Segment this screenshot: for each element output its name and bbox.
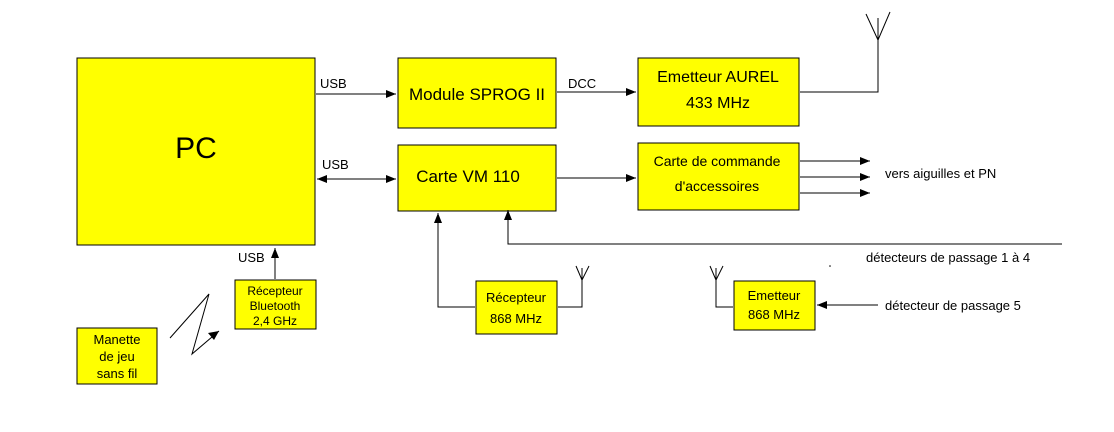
speck-dot bbox=[829, 265, 831, 267]
rx868-label-line1: Récepteur bbox=[486, 290, 547, 305]
rx868-label-line2: 868 MHz bbox=[490, 311, 542, 326]
link-pc-to-sprog: USB bbox=[316, 76, 396, 98]
link-detector5-to-tx868: détecteur de passage 5 bbox=[817, 298, 1021, 313]
bluetooth-receiver-block: Récepteur Bluetooth 2,4 GHz bbox=[234, 279, 317, 330]
usb-label-bottom: USB bbox=[238, 250, 265, 265]
usb-label-top: USB bbox=[320, 76, 347, 91]
pc-label: PC bbox=[175, 132, 217, 165]
bt-label-line2: Bluetooth bbox=[250, 299, 301, 313]
antenna-icon bbox=[800, 11, 891, 93]
dcc-label: DCC bbox=[568, 76, 596, 91]
tx868-block: Emetteur 868 MHz bbox=[733, 280, 816, 331]
accessories-label-line1: Carte de commande bbox=[654, 153, 781, 169]
gamepad-label-line1: Manette bbox=[94, 332, 141, 347]
accessories-board-block: Carte de commande d'accessoires bbox=[637, 142, 800, 211]
aurel-label-line1: Emetteur AUREL bbox=[657, 69, 779, 86]
lightning-bolt-icon bbox=[169, 293, 220, 356]
antenna-icon bbox=[709, 265, 733, 308]
tx868-label-line1: Emetteur bbox=[748, 288, 801, 303]
bt-label-line1: Récepteur bbox=[247, 284, 302, 298]
vm110-block: Carte VM 110 bbox=[397, 144, 557, 212]
gamepad-block: Manette de jeu sans fil bbox=[76, 327, 158, 385]
vm110-label: Carte VM 110 bbox=[416, 167, 520, 186]
detector-5-label: détecteur de passage 5 bbox=[885, 298, 1021, 313]
link-bt-to-pc: USB bbox=[238, 248, 279, 279]
pc-block: PC bbox=[76, 57, 316, 246]
tx868-label-line2: 868 MHz bbox=[748, 307, 800, 322]
gamepad-label-line2: de jeu bbox=[99, 349, 134, 364]
switches-label: vers aiguilles et PN bbox=[885, 166, 996, 181]
outputs-to-switches: vers aiguilles et PN bbox=[800, 157, 996, 197]
link-rx868-to-vm110 bbox=[434, 213, 475, 308]
usb-label-middle: USB bbox=[322, 157, 349, 172]
detectors-1-4-label: détecteurs de passage 1 à 4 bbox=[866, 250, 1030, 265]
bt-label-line3: 2,4 GHz bbox=[253, 314, 297, 328]
accessories-label-line2: d'accessoires bbox=[675, 178, 759, 194]
link-pc-vm110-bidirectional: USB bbox=[317, 157, 396, 183]
antenna-icon bbox=[558, 265, 590, 308]
link-detectors-to-vm110: détecteurs de passage 1 à 4 bbox=[504, 210, 1062, 265]
aurel-label-line2: 433 MHz bbox=[686, 95, 750, 112]
sprog-label: Module SPROG II bbox=[409, 85, 545, 104]
gamepad-label-line3: sans fil bbox=[97, 366, 138, 381]
rx868-block: Récepteur 868 MHz bbox=[475, 280, 558, 335]
sprog-block: Module SPROG II bbox=[397, 57, 557, 129]
link-sprog-to-aurel: DCC bbox=[557, 76, 636, 96]
aurel-transmitter-block: Emetteur AUREL 433 MHz bbox=[637, 57, 800, 127]
